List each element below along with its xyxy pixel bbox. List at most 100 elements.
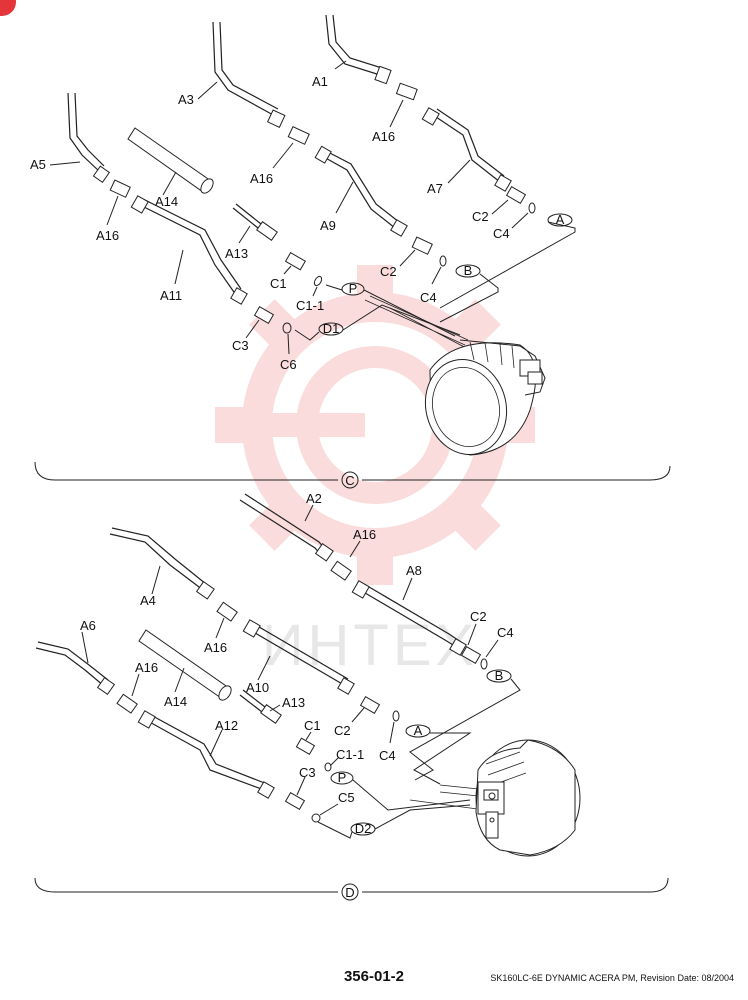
svg-text:A3: A3 [178, 92, 194, 107]
section-d-letter: D [345, 885, 354, 900]
part-c3-upper: C3 [232, 305, 275, 353]
watermark-text: ИНТЕХ [262, 613, 478, 678]
part-a16-6: A16 [116, 660, 158, 714]
part-a16-1: A16 [372, 82, 418, 144]
svg-text:A13: A13 [282, 695, 305, 710]
part-a1: A1 [312, 14, 392, 89]
svg-text:A5: A5 [30, 157, 46, 172]
svg-text:C4: C4 [420, 290, 437, 305]
part-a8: A8 [351, 563, 467, 656]
svg-text:C2: C2 [472, 209, 489, 224]
svg-text:C2: C2 [470, 609, 487, 624]
part-a16-4: A16 [330, 527, 376, 581]
callout-d2-lower: D2 [317, 804, 471, 839]
part-c5-lower: C5 [311, 790, 355, 823]
svg-text:A16: A16 [372, 129, 395, 144]
svg-text:A16: A16 [353, 527, 376, 542]
lower-section: A2 A16 A8 C2 C4 [34, 491, 669, 901]
svg-text:C4: C4 [379, 748, 396, 763]
svg-text:A11: A11 [160, 288, 182, 303]
part-c2-upper-a: C2 C4 [472, 185, 536, 241]
callout-b-upper: B [439, 263, 499, 323]
part-c2-lower-b: C2 [334, 695, 381, 738]
part-c1-1-lower: C1-1 [324, 747, 364, 772]
svg-text:A16: A16 [135, 660, 158, 675]
svg-text:A12: A12 [215, 718, 238, 733]
section-c-bracket: C [34, 461, 671, 489]
svg-text:D2: D2 [355, 821, 372, 836]
part-a5: A5 [30, 92, 111, 184]
svg-text:C1: C1 [270, 276, 287, 291]
page-number: 356-01-2 [343, 968, 405, 985]
section-c-letter: C [345, 473, 354, 488]
svg-text:A16: A16 [250, 171, 273, 186]
svg-text:A: A [414, 723, 423, 738]
part-a16-3: A16 [96, 179, 131, 243]
callout-a-lower: A [405, 723, 472, 785]
upper-section: A1 A3 A5 A14 A16 [30, 14, 671, 489]
part-c3-lower: C3 [284, 765, 316, 811]
part-c1-lower: C1 [295, 718, 321, 756]
svg-text:A2: A2 [306, 491, 322, 506]
callout-p-lower: P [330, 770, 471, 811]
callout-b-lower: B [409, 668, 521, 781]
svg-text:C1-1: C1-1 [336, 747, 364, 762]
svg-text:A10: A10 [246, 680, 269, 695]
svg-text:C4: C4 [497, 625, 514, 640]
footer-note: SK160LC-6E DYNAMIC ACERA PM, Revision Da… [490, 973, 734, 983]
part-c4-lower-a: C4 [480, 625, 514, 670]
part-c4-upper-b: C4 [420, 255, 447, 305]
svg-text:C3: C3 [299, 765, 316, 780]
part-a13-lower: A13 [239, 689, 305, 724]
part-a6: A6 [35, 618, 116, 696]
part-c1-upper: C1 [270, 251, 306, 291]
corner-badge-icon [0, 0, 16, 16]
svg-text:C2: C2 [334, 723, 351, 738]
svg-text:A6: A6 [80, 618, 96, 633]
part-a14-upper: A14 [127, 127, 214, 209]
svg-text:A16: A16 [96, 228, 119, 243]
part-c2-lower-a: C2 [460, 609, 487, 665]
part-a11: A11 [130, 195, 248, 305]
svg-text:A13: A13 [225, 246, 248, 261]
part-a4: A4 [109, 527, 215, 608]
svg-text:B: B [464, 263, 473, 278]
part-a7: A7 [421, 107, 512, 196]
svg-text:D1: D1 [323, 321, 340, 336]
svg-text:C1: C1 [304, 718, 321, 733]
svg-text:A9: A9 [320, 218, 336, 233]
part-a16-2: A16 [250, 126, 310, 186]
svg-text:A4: A4 [140, 593, 156, 608]
svg-text:A8: A8 [406, 563, 422, 578]
section-d-bracket: D [34, 877, 669, 901]
part-a13-upper: A13 [225, 203, 278, 261]
svg-text:C5: C5 [338, 790, 355, 805]
part-a2: A2 [239, 491, 334, 562]
travel-motor-lower [475, 739, 581, 857]
svg-text:A14: A14 [155, 194, 178, 209]
svg-text:C2: C2 [380, 264, 397, 279]
part-a3: A3 [178, 21, 286, 128]
part-a12: A12 [137, 710, 275, 799]
svg-text:C4: C4 [493, 226, 510, 241]
svg-text:A7: A7 [427, 181, 443, 196]
svg-text:C1-1: C1-1 [296, 298, 324, 313]
part-a16-5: A16 [204, 601, 238, 655]
svg-text:A14: A14 [164, 694, 187, 709]
svg-text:A: A [556, 212, 565, 227]
callout-p-upper: P [325, 281, 456, 337]
part-c1-1-upper: C1-1 [296, 275, 324, 313]
svg-text:B: B [495, 668, 504, 683]
travel-motor-upper [424, 339, 546, 456]
callout-a-upper: A [439, 212, 576, 309]
svg-text:C6: C6 [280, 357, 297, 372]
part-a10: A10 [242, 619, 355, 695]
svg-text:P: P [338, 770, 347, 785]
part-a9: A9 [314, 145, 408, 237]
svg-text:A16: A16 [204, 640, 227, 655]
part-c6-upper: C6 [280, 322, 297, 372]
svg-text:A1: A1 [312, 74, 328, 89]
svg-text:C3: C3 [232, 338, 249, 353]
part-c2-upper-b: C2 [380, 236, 433, 279]
